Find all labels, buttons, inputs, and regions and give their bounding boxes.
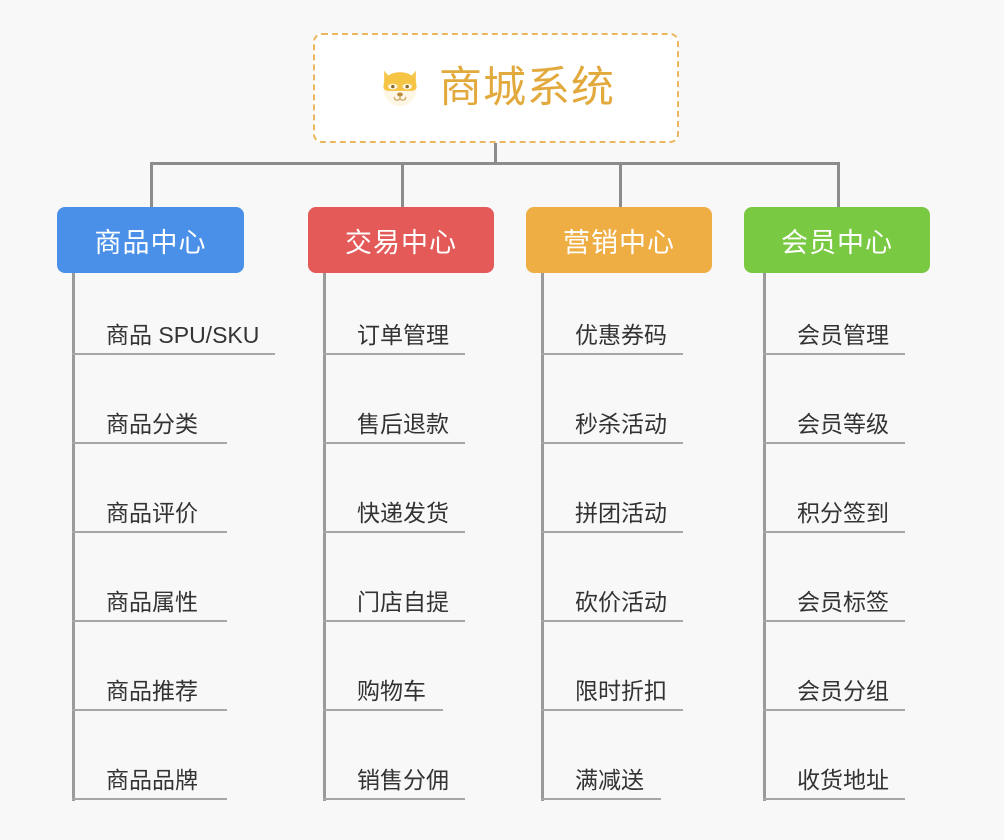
leaf-item-label: 门店自提 <box>357 589 449 615</box>
connector-root-stem <box>494 143 497 164</box>
leaf-underline <box>763 709 905 711</box>
leaf-underline <box>763 620 905 622</box>
leaf-item-label: 满减送 <box>575 767 644 793</box>
root-node[interactable]: 商城系统 <box>313 33 679 143</box>
leaf-underline <box>72 442 227 444</box>
leaf-underline <box>323 353 465 355</box>
leaf-item-label: 积分签到 <box>797 500 889 526</box>
leaf-item-label: 会员等级 <box>797 411 889 437</box>
leaf-underline <box>541 798 661 800</box>
root-title: 商城系统 <box>439 63 615 112</box>
leaf-trunk-line <box>72 273 75 801</box>
leaf-item-label: 商品分类 <box>106 411 198 437</box>
leaf-item-label: 秒杀活动 <box>575 411 667 437</box>
leaf-underline <box>541 442 683 444</box>
connector-drop-2 <box>401 162 404 207</box>
leaf-trunk-line <box>541 273 544 801</box>
leaf-underline <box>323 531 465 533</box>
leaf-underline <box>763 798 905 800</box>
branch-node-交易中心[interactable]: 交易中心 <box>308 207 494 273</box>
leaf-underline <box>323 620 465 622</box>
branch-label: 会员中心 <box>781 227 893 258</box>
connector-drop-1 <box>150 162 153 207</box>
leaf-underline <box>763 442 905 444</box>
leaf-item-label: 商品属性 <box>106 589 198 615</box>
leaf-item-label: 会员标签 <box>797 589 889 615</box>
leaf-item-label: 商品推荐 <box>106 678 198 704</box>
leaf-underline <box>541 709 683 711</box>
leaf-item-label: 会员管理 <box>797 322 889 348</box>
leaf-item-label: 砍价活动 <box>575 589 667 615</box>
leaf-underline <box>323 798 465 800</box>
leaf-item-label: 购物车 <box>357 678 426 704</box>
leaf-item-label: 商品 SPU/SKU <box>106 322 260 348</box>
shiba-dog-face-icon <box>383 70 417 106</box>
branch-node-营销中心[interactable]: 营销中心 <box>526 207 712 273</box>
branch-node-会员中心[interactable]: 会员中心 <box>744 207 930 273</box>
connector-horizontal-bus <box>150 162 840 165</box>
leaf-item-label: 限时折扣 <box>575 678 667 704</box>
connector-drop-3 <box>619 162 622 207</box>
leaf-item-label: 收货地址 <box>797 767 889 793</box>
leaf-item-label: 优惠券码 <box>575 322 667 348</box>
leaf-item-label: 订单管理 <box>357 322 449 348</box>
connector-drop-4 <box>837 162 840 207</box>
branch-label: 商品中心 <box>94 227 207 258</box>
leaf-underline <box>763 353 905 355</box>
leaf-trunk-line <box>763 273 766 801</box>
leaf-item-label: 销售分佣 <box>357 767 449 793</box>
leaf-underline <box>72 798 227 800</box>
leaf-underline <box>323 709 443 711</box>
leaf-underline <box>541 353 683 355</box>
leaf-trunk-line <box>323 273 326 801</box>
leaf-underline <box>72 353 275 355</box>
leaf-item-label: 快递发货 <box>357 500 449 526</box>
branch-label: 交易中心 <box>345 227 457 258</box>
branch-node-商品中心[interactable]: 商品中心 <box>57 207 244 273</box>
leaf-underline <box>541 620 683 622</box>
leaf-underline <box>323 442 465 444</box>
leaf-item-label: 售后退款 <box>357 411 449 437</box>
leaf-item-label: 商品品牌 <box>106 767 198 793</box>
leaf-underline <box>72 531 227 533</box>
leaf-underline <box>763 531 905 533</box>
leaf-item-label: 会员分组 <box>797 678 889 704</box>
leaf-underline <box>541 531 683 533</box>
leaf-underline <box>72 620 227 622</box>
leaf-item-label: 商品评价 <box>106 500 198 526</box>
leaf-item-label: 拼团活动 <box>575 500 667 526</box>
branch-label: 营销中心 <box>563 227 675 258</box>
leaf-underline <box>72 709 227 711</box>
